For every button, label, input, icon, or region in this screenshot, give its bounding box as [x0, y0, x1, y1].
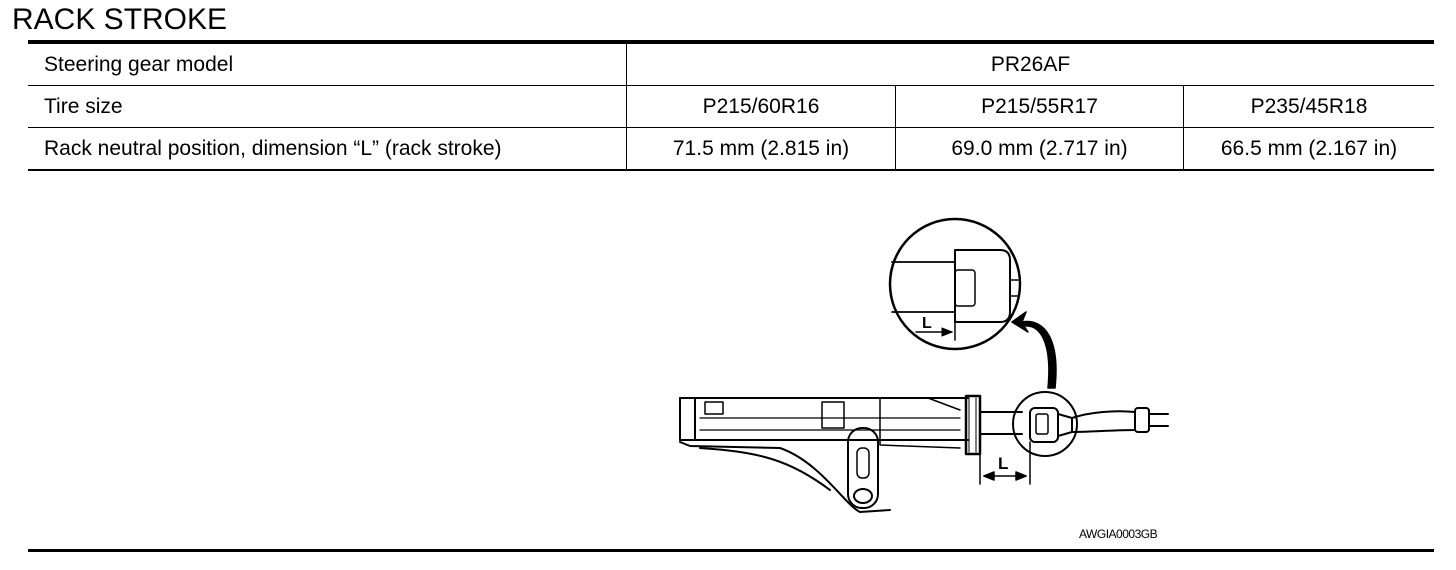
dimension-l-main-label: L — [998, 454, 1008, 473]
row-label: Steering gear model — [28, 42, 627, 86]
rack-shaft — [979, 411, 1023, 435]
tire-size-value: P215/55R17 — [895, 85, 1184, 128]
magnify-arrow — [1011, 311, 1057, 389]
steering-gear-model-value: PR26AF — [626, 42, 1434, 86]
rack-boot — [964, 394, 982, 456]
tie-rod-joint — [1012, 391, 1169, 457]
figure-code: AWGIA0003GB — [1079, 527, 1158, 541]
dimension-l-detail-label: L — [922, 315, 932, 332]
rack-stroke-value: 71.5 mm (2.815 in) — [626, 127, 896, 170]
table-row: Steering gear model PR26AF — [28, 42, 1434, 86]
bottom-rule — [28, 549, 1434, 552]
tire-size-value: P215/60R16 — [626, 85, 896, 128]
row-label: Tire size — [28, 85, 627, 128]
tire-size-value: P235/45R18 — [1183, 85, 1434, 128]
rack-stroke-spec-table: Steering gear model PR26AF Tire size P21… — [28, 40, 1434, 171]
rack-housing — [679, 397, 969, 449]
table-row: Tire size P215/60R16 P215/55R17 P235/45R… — [28, 85, 1434, 128]
lower-bracket — [679, 427, 891, 513]
rack-stroke-value: 66.5 mm (2.167 in) — [1183, 127, 1434, 170]
section-title: RACK STROKE — [12, 3, 228, 36]
table-row: Rack neutral position, dimension “L” (ra… — [28, 127, 1434, 170]
rack-stroke-value: 69.0 mm (2.717 in) — [895, 127, 1184, 170]
detail-inset — [888, 217, 1022, 351]
row-label: Rack neutral position, dimension “L” (ra… — [44, 136, 502, 160]
dimension-l-main — [979, 441, 1031, 485]
